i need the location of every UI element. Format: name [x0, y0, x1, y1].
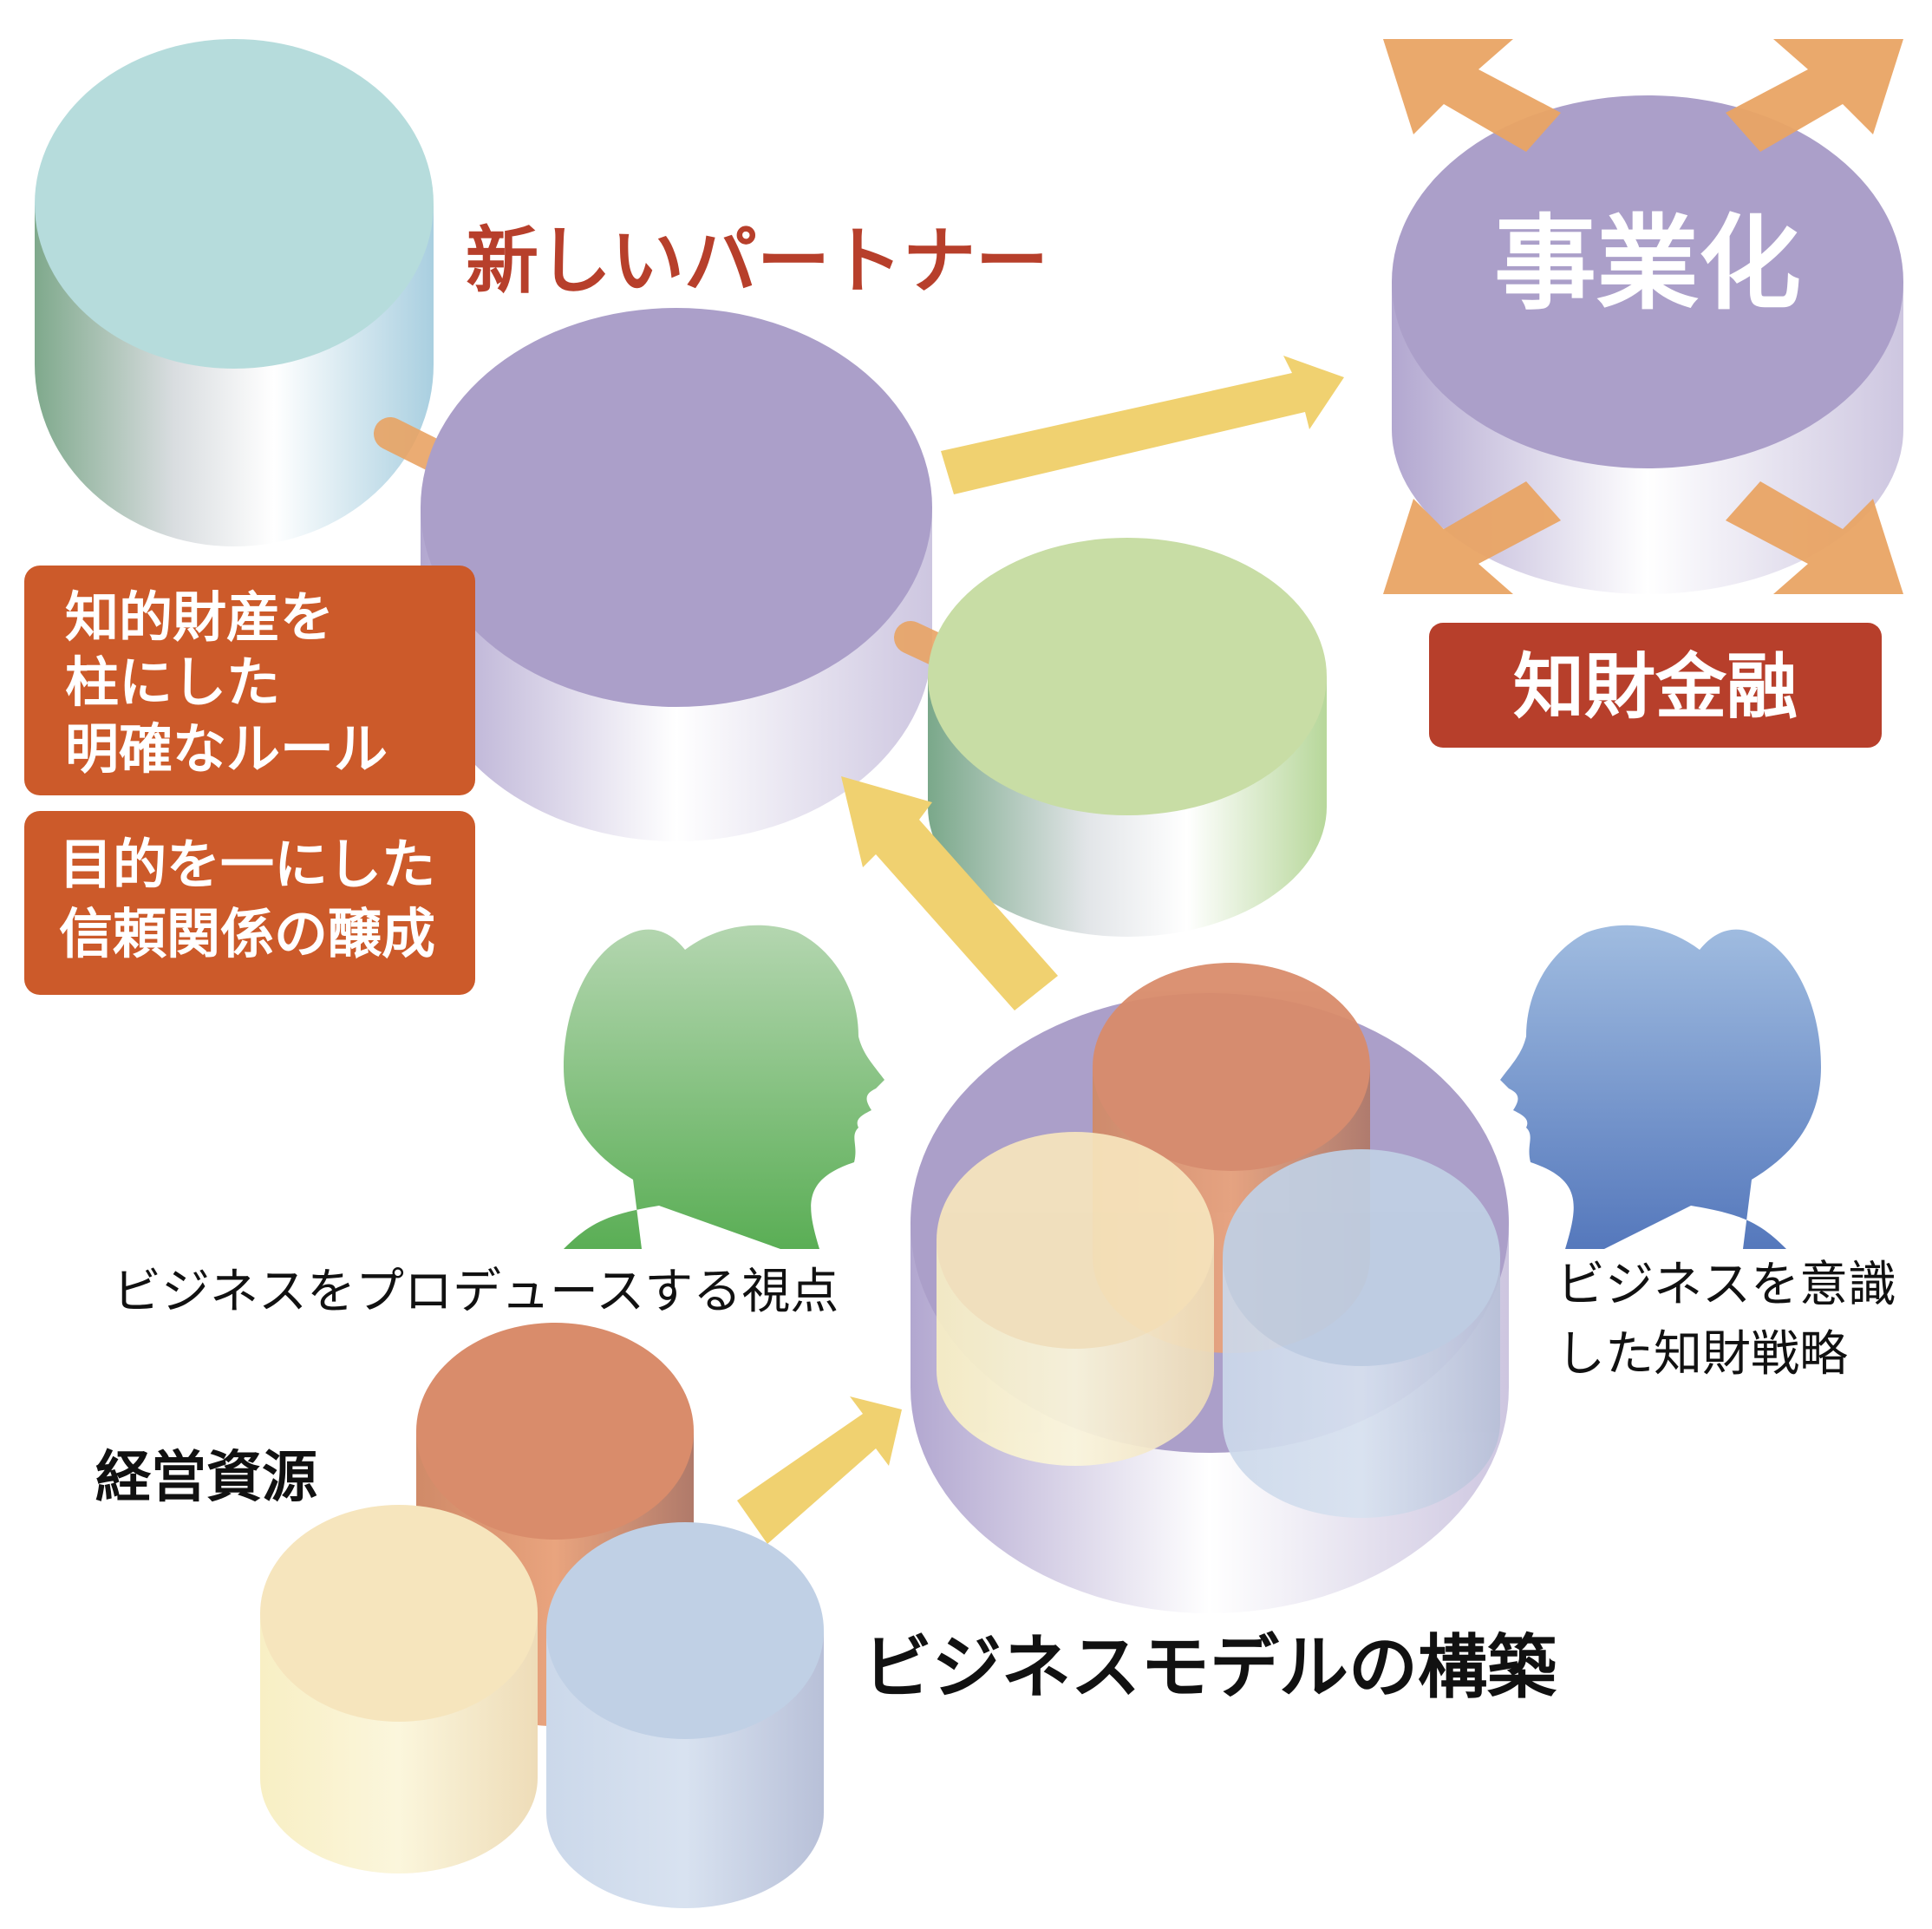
trust-line1: 目的を一にした [59, 833, 435, 896]
trust-line2: 信頼関係の醸成 [59, 902, 435, 965]
clear-rules-line1: 知的財産を [65, 585, 334, 649]
ip-finance-box [1429, 623, 1882, 748]
green-cylinder [928, 538, 1327, 937]
commercialization-label: 事業化 [1494, 204, 1801, 324]
blue-head-silhouette-icon [1500, 925, 1821, 1249]
ip-strategy-line1: ビジネスを意識 [1557, 1257, 1896, 1313]
clear-rules-line3: 明確なルール [65, 717, 388, 781]
trust-box [24, 811, 475, 995]
arrow-to-business-model [737, 1396, 902, 1544]
expansion-arrows [1383, 39, 1903, 594]
produce-viewpoint-label: ビジネスをプロデュースする視点 [113, 1264, 839, 1320]
arrow-to-commercialization [941, 356, 1344, 494]
management-resources-label: 経営資源 [95, 1446, 317, 1510]
clear-rules-box [24, 566, 475, 795]
clear-rules-line2: 柱にした [65, 651, 280, 714]
lightblue-cylinder-resources [546, 1522, 824, 1908]
purple-cylinder-partner [421, 308, 932, 841]
business-model-label: ビジネスモデルの構築 [863, 1627, 1557, 1708]
green-head-silhouette-icon [564, 925, 884, 1249]
cream-cylinder-resources [260, 1505, 538, 1873]
ip-finance-label: 知財金融 [1513, 646, 1798, 729]
arrow-to-partner [841, 776, 1058, 1010]
teal-cylinder [35, 39, 434, 546]
cream-cylinder-model [937, 1132, 1214, 1466]
ip-strategy-line2: した知財戦略 [1557, 1326, 1848, 1383]
new-partner-label: 新しいパートナー [466, 219, 1048, 304]
lightblue-cylinder-model [1223, 1149, 1500, 1518]
